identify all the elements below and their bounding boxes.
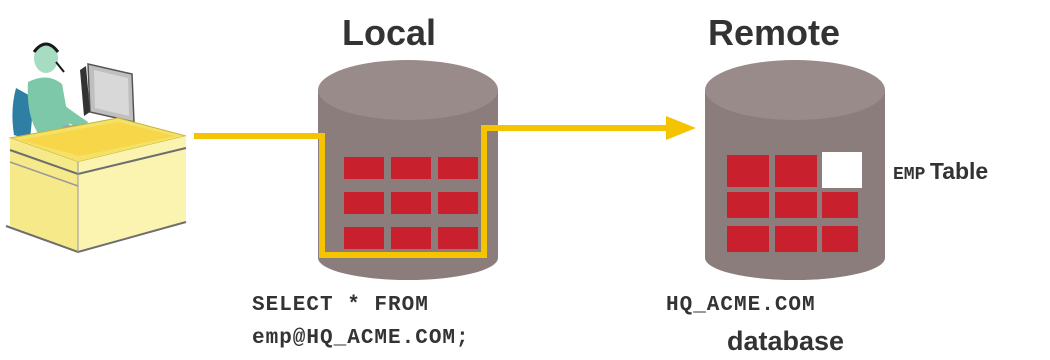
- query-path: [194, 116, 696, 258]
- emp-table-label: EMP Table: [893, 158, 988, 185]
- emp-table-grid: [727, 152, 862, 252]
- query-line-2: emp@HQ_ACME.COM;: [252, 327, 470, 350]
- emp-table-word: Table: [929, 158, 989, 184]
- emp-table-highlighted-cell: [822, 152, 862, 188]
- remote-title: Remote: [708, 12, 841, 53]
- emp-table-mono: EMP: [893, 165, 926, 185]
- remote-db-word: database: [727, 326, 845, 356]
- local-table-grid: [344, 157, 478, 249]
- user-at-desk-icon: [5, 42, 187, 254]
- local-title: Local: [342, 12, 437, 53]
- arrow-head-icon: [666, 116, 696, 140]
- remote-db-name: HQ_ACME.COM: [666, 294, 816, 317]
- query-line-1: SELECT * FROM: [252, 294, 429, 317]
